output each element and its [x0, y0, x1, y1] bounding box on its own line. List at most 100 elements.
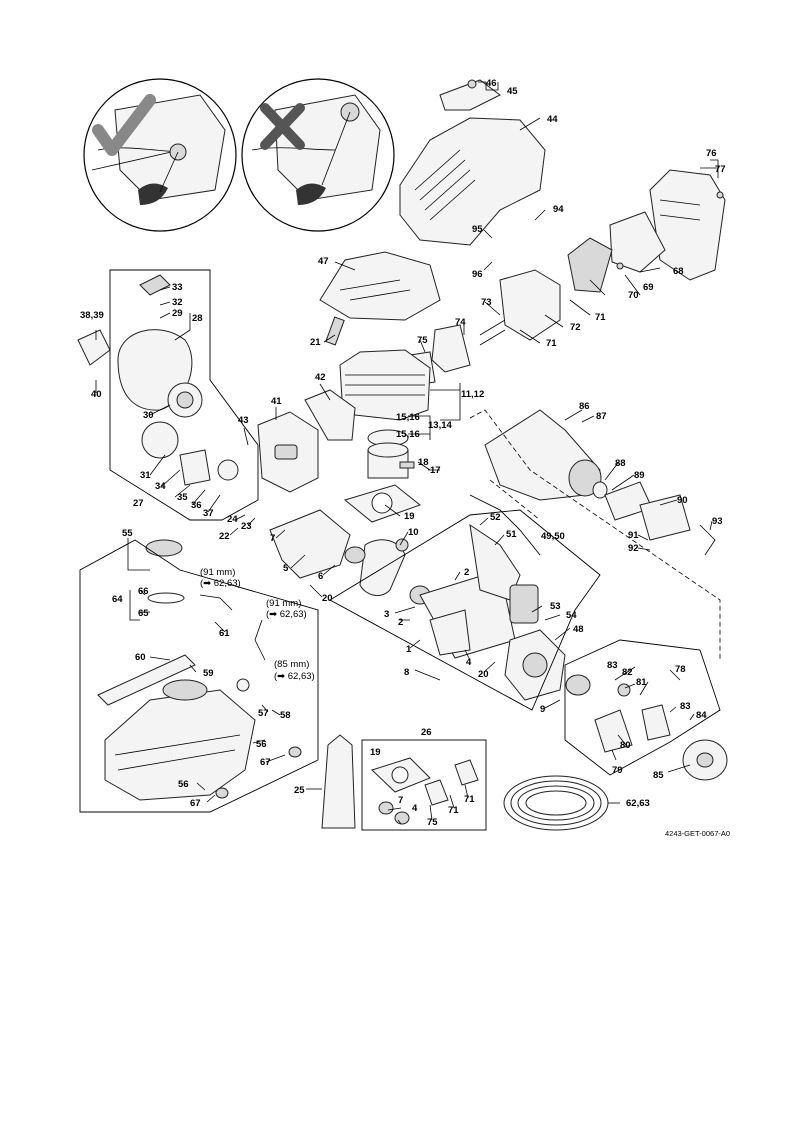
callout-62-63: 62,63: [626, 798, 650, 809]
part-cylinder-gasket: [343, 484, 422, 523]
callout-45: 45: [507, 86, 518, 97]
callout-68: 68: [673, 266, 684, 277]
hose-note-2-ref: (➡ 62,63): [266, 609, 307, 620]
callout-61: 61: [219, 628, 230, 639]
callout-19-a: 19: [404, 511, 415, 522]
callout-29: 29: [172, 308, 183, 319]
callout-66: 66: [138, 586, 149, 597]
callout-67-b: 67: [190, 798, 201, 809]
callout-7-a: 7: [270, 533, 275, 544]
callout-38-39: 38,39: [80, 310, 104, 321]
callout-83-a: 83: [607, 660, 618, 671]
callout-3: 3: [384, 609, 389, 620]
part-trimmer-line-coil: [503, 775, 609, 831]
callout-81: 81: [636, 677, 647, 688]
callout-53: 53: [550, 601, 561, 612]
part-grease-tube: [321, 734, 356, 829]
callout-90: 90: [677, 495, 688, 506]
callout-43: 43: [238, 415, 249, 426]
hose-notes: (91 mm) (➡ 62,63) (91 mm) (➡ 62,63) (85 …: [199, 567, 315, 682]
callout-85: 85: [653, 770, 664, 781]
callout-33: 33: [172, 282, 183, 293]
callout-32: 32: [172, 297, 183, 308]
callout-52: 52: [490, 512, 501, 523]
callout-71-c: 71: [448, 805, 459, 816]
part-clutch-housing: [484, 409, 716, 556]
callout-23: 23: [241, 521, 252, 532]
part-muffler: [257, 389, 356, 493]
callout-11-12: 11,12: [461, 389, 484, 400]
callout-78: 78: [675, 664, 686, 675]
callout-69: 69: [643, 282, 654, 293]
callout-73: 73: [481, 297, 492, 308]
callout-94: 94: [553, 204, 564, 215]
callout-72: 72: [570, 322, 581, 333]
callout-15-16-b: 15,16: [396, 429, 420, 440]
callout-26: 26: [421, 727, 432, 738]
callout-24: 24: [227, 514, 238, 525]
callout-19-b: 19: [370, 747, 381, 758]
callout-74: 74: [455, 317, 466, 328]
callout-22: 22: [219, 531, 230, 542]
check-mark: [92, 94, 156, 156]
callout-42: 42: [315, 372, 326, 383]
hose-note-3-ref: (➡ 62,63): [274, 671, 315, 682]
callout-10: 10: [408, 527, 419, 538]
callout-76: 76: [706, 148, 717, 159]
callout-54: 54: [566, 610, 577, 621]
callout-96: 96: [472, 269, 483, 280]
callout-80: 80: [620, 740, 631, 751]
callout-25: 25: [294, 785, 305, 796]
callout-65: 65: [138, 608, 149, 619]
hose-note-1-length: (91 mm): [200, 567, 235, 578]
callout-64: 64: [112, 594, 123, 605]
part-ignition-module: [469, 523, 566, 701]
inset-correct-installation: [83, 78, 237, 232]
callout-75-b: 75: [427, 817, 438, 828]
callout-51: 51: [506, 529, 517, 540]
callout-84: 84: [696, 710, 707, 721]
callout-15-16-a: 15,16: [396, 412, 420, 423]
callout-41: 41: [271, 396, 282, 407]
part-baffle: [319, 251, 441, 321]
callout-56-a: 56: [256, 739, 267, 750]
group-frames: [79, 269, 721, 831]
part-cylinder: [339, 349, 431, 421]
callout-18: 18: [418, 457, 429, 468]
callout-55: 55: [122, 528, 133, 539]
part-spark-plug: [325, 316, 345, 346]
inset-incorrect-installation: [241, 78, 395, 232]
callout-37: 37: [203, 508, 214, 519]
callout-2: 2: [464, 567, 469, 578]
callout-35: 35: [177, 492, 188, 503]
callout-86: 86: [579, 401, 590, 412]
callout-13-14: 13,14: [428, 420, 452, 431]
callout-60: 60: [135, 652, 146, 663]
hose-note-2-length: (91 mm): [266, 598, 301, 609]
callout-46: 46: [486, 78, 497, 89]
leader-lines: [95, 81, 719, 825]
hose-note-3-length: (85 mm): [274, 659, 309, 670]
callout-2-b: 2: [398, 617, 403, 628]
part-engine-shroud: [399, 79, 546, 246]
part-clutch: [565, 674, 728, 781]
drawing-id: 4243-GET-0067-A0: [665, 829, 730, 838]
part-fuel-tank: [97, 539, 302, 801]
callout-71-b: 71: [546, 338, 557, 349]
callout-83-b: 83: [680, 701, 691, 712]
callout-48: 48: [573, 624, 584, 635]
callout-71-d: 71: [464, 794, 475, 805]
callout-79: 79: [612, 765, 623, 776]
cross-mark: [260, 103, 305, 150]
callout-1: 1: [406, 644, 412, 655]
callout-4: 4: [466, 657, 472, 668]
callout-30: 30: [143, 410, 154, 421]
callout-58: 58: [280, 710, 291, 721]
part-filter-cover: [649, 169, 726, 281]
callout-6: 6: [318, 571, 323, 582]
callout-7-b: 7: [398, 795, 403, 806]
callout-28: 28: [192, 313, 203, 324]
callout-93: 93: [712, 516, 723, 527]
callout-5: 5: [283, 563, 289, 574]
